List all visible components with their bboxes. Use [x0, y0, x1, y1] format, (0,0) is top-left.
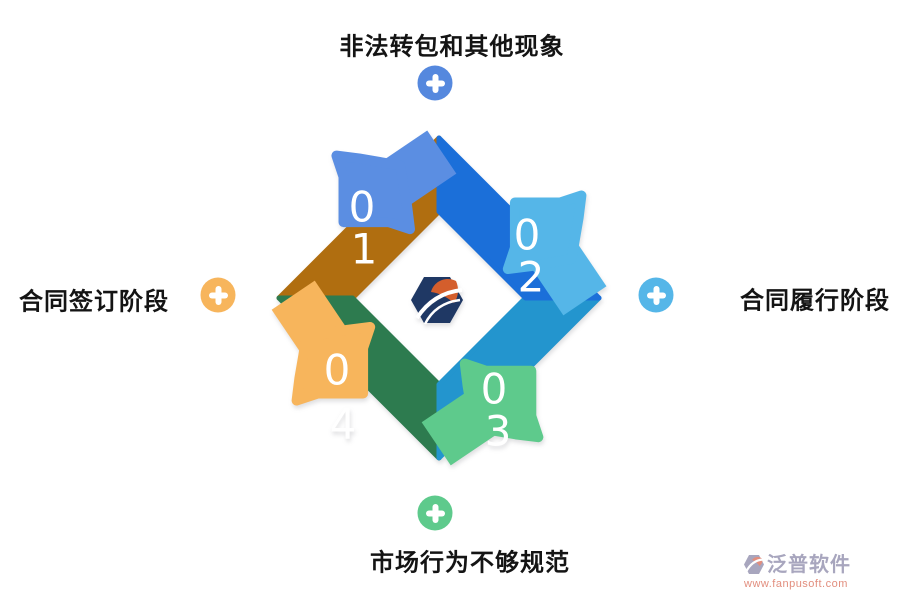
step-numbers: 0 1 0 2 0 3 0 4 [324, 183, 545, 456]
watermark-url: www.fanpusoft.com [744, 578, 848, 590]
plus-icon-bottom [417, 495, 453, 531]
step-number-03-digit-3: 3 [485, 407, 512, 456]
step-number-01-digit-1: 1 [351, 225, 378, 274]
arrow-top-arrowhead [331, 150, 415, 235]
arrow-bottom-arrowhead [459, 358, 544, 443]
fanpu-logo-swoosh-2 [423, 298, 461, 325]
fanpu-logo-petal [431, 279, 459, 303]
step-number-03-digit-0: 0 [481, 365, 508, 414]
step-number-02-digit-0: 0 [514, 211, 541, 260]
step-number-01-digit-0: 0 [349, 183, 376, 232]
plus-icon-left [200, 277, 236, 313]
watermark-logo-icon [744, 555, 764, 574]
arrow-left-arrowhead [291, 322, 376, 406]
step-number-04-digit-0: 0 [324, 346, 351, 395]
watermark-brand-text: 泛普软件 [767, 554, 851, 576]
label-top: 非法转包和其他现象 [339, 33, 565, 61]
fanpu-logo-swoosh [415, 288, 463, 320]
step-number-04-digit-4: 4 [330, 400, 357, 449]
plus-icon-right [638, 277, 674, 313]
label-bottom: 市场行为不够规范 [370, 549, 570, 577]
plus-icon-top [417, 65, 453, 101]
watermark: 泛普软件 www.fanpusoft.com [742, 551, 892, 590]
arrow-right-arrowhead [502, 190, 587, 274]
label-right: 合同履行阶段 [740, 287, 890, 315]
fanpu-logo [411, 277, 463, 325]
label-left: 合同签订阶段 [19, 288, 169, 316]
arrow-heads [271, 130, 607, 466]
step-number-02-digit-2: 2 [518, 253, 545, 302]
